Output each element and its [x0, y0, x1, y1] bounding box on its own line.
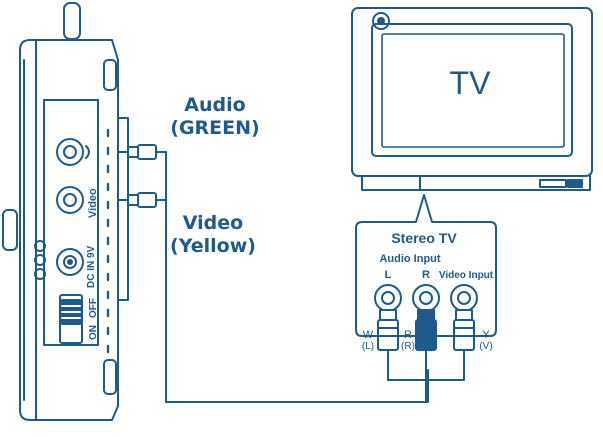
video-title: Video	[182, 212, 244, 234]
video-cable-label: Video (Yellow)	[158, 212, 268, 258]
rca-plug-yellow	[453, 309, 475, 373]
audio-plug	[117, 144, 167, 160]
switch-on-label: ON	[88, 325, 99, 340]
television	[351, 7, 593, 191]
plug-w-sub: (L)	[362, 341, 374, 352]
switch-off-label: OFF	[88, 298, 99, 318]
right-channel-label: R	[422, 269, 430, 281]
audio-title: Audio	[184, 94, 246, 116]
tv-input-panel	[355, 194, 497, 337]
audio-input-label: Audio Input	[379, 253, 440, 265]
video-port-label: Video	[87, 188, 99, 218]
power-switch	[59, 294, 83, 344]
video-color: (Yellow)	[170, 235, 256, 257]
plug-w-label: W	[363, 329, 374, 341]
dc-in-label: DC IN 9V	[86, 245, 97, 288]
plug-y-sub: (V)	[479, 341, 492, 352]
plug-r-sub: (R)	[401, 341, 415, 352]
dc-in-jack	[56, 248, 84, 276]
audio-color: (GREEN)	[170, 117, 260, 139]
left-channel-label: L	[385, 269, 392, 281]
video-plug	[117, 192, 167, 208]
audio-cable-label: Audio (GREEN)	[160, 94, 270, 140]
rca-plug-red	[415, 309, 437, 373]
video-input-label: Video Input	[439, 270, 494, 281]
headphone-jack	[56, 138, 90, 166]
panel-title: Stereo TV	[391, 230, 457, 246]
rca-plug-white	[377, 309, 399, 373]
plug-y-label: Y	[482, 329, 490, 341]
plug-r-label: R	[404, 329, 412, 341]
polarity-icon	[34, 240, 46, 280]
rca-cable-join	[387, 371, 465, 403]
tv-screen-label: TV	[450, 65, 492, 101]
video-jack	[56, 186, 84, 214]
portable-player	[2, 2, 129, 421]
